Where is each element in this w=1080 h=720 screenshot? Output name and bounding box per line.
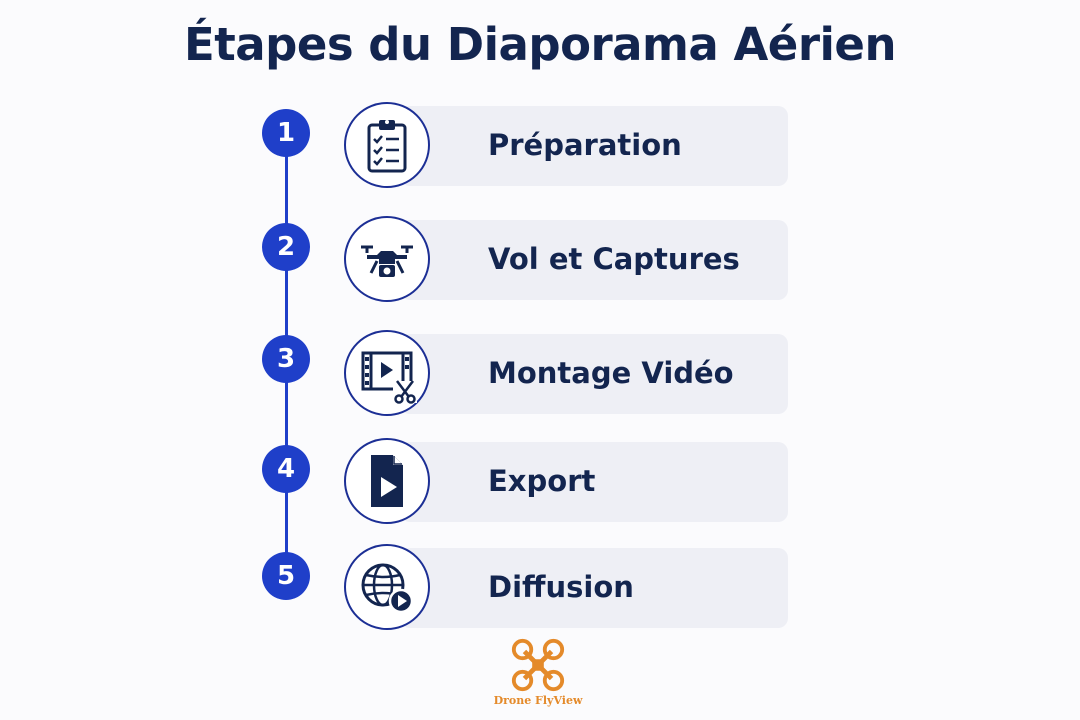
step-card [400, 442, 788, 522]
step-card [400, 220, 788, 300]
drone-camera-icon [361, 245, 413, 277]
step-number-badge: 5 [263, 553, 309, 599]
step-card [400, 334, 788, 414]
step-icon-circle [344, 216, 430, 302]
video-file-icon [371, 455, 403, 507]
brand-name: Drone FlyView [493, 694, 583, 707]
step-label: Montage Vidéo [488, 356, 734, 390]
step-number-badge: 3 [263, 336, 309, 382]
step-label: Préparation [488, 128, 682, 162]
brand-logo: Drone FlyView [490, 636, 586, 707]
step-icon-circle [344, 438, 430, 524]
film-scissors-icon [361, 351, 417, 404]
connector-line [285, 380, 288, 450]
step-label: Export [488, 464, 596, 498]
step-number-badge: 2 [263, 224, 309, 270]
step-label: Diffusion [488, 570, 634, 604]
connector-line [285, 152, 288, 226]
step-number-badge: 1 [263, 110, 309, 156]
step-icon-circle [344, 102, 430, 188]
globe-play-icon [361, 563, 414, 614]
step-icon-circle [344, 544, 430, 630]
clipboard-checklist-icon [367, 120, 407, 173]
page-title: Étapes du Diaporama Aérien [184, 18, 897, 71]
step-number-badge: 4 [263, 446, 309, 492]
step-label: Vol et Captures [488, 242, 740, 276]
step-card [400, 548, 788, 628]
step-card [400, 106, 788, 186]
connector-line [285, 266, 288, 340]
drone-logo-icon [511, 638, 565, 692]
connector-line [285, 490, 288, 554]
step-icon-circle [344, 330, 430, 416]
